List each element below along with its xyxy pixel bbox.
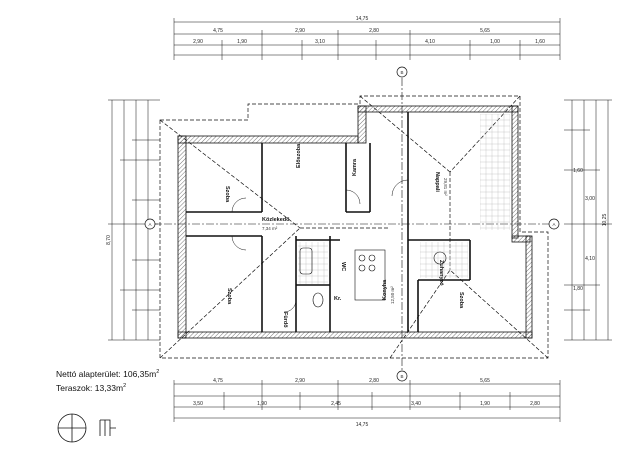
net-area-value: 106,35m <box>123 368 157 379</box>
bathtub-icon <box>299 247 313 275</box>
top-total-dim: 14,75 <box>356 16 369 22</box>
room-label-kozlekedo: Közlekedő <box>262 217 290 223</box>
axis-label-left: A <box>148 222 151 227</box>
bottom-total-dim: 14,75 <box>356 422 369 428</box>
shower-tiles <box>420 242 468 278</box>
area-summary: Nettó alapterület: 106,35m2 Teraszok: 13… <box>56 366 159 394</box>
top-dim-3: 2,80 <box>369 28 379 34</box>
right-total-dim: 10,25 <box>602 214 608 227</box>
top-sub-dim-3: 3,10 <box>315 39 325 45</box>
area-kozlekedo: 7,34 m² <box>262 226 278 231</box>
right-dim-2: 1,80 <box>573 286 583 292</box>
top-dim-2: 2,90 <box>295 28 305 34</box>
room-label-zuhanyzo: Zuhanyzó <box>438 260 444 286</box>
kitchen-table-icon <box>354 249 386 301</box>
bottom-sub-dim-5: 1,90 <box>480 401 490 407</box>
room-label-szoba-bottom-left: Szoba <box>226 288 232 305</box>
room-label-furdo: Fürdő <box>282 312 288 328</box>
terrace-line: Teraszok: 13,33m2 <box>56 380 159 394</box>
room-label-szoba-top-left: Szoba <box>224 186 230 203</box>
right-dim-4: 4,10 <box>585 256 595 262</box>
north-arrow-icon <box>57 413 116 443</box>
room-label-nappali: Nappali <box>434 172 440 192</box>
room-label-kamra: Kamra <box>352 158 358 176</box>
top-sub-dim-4: 4,10 <box>425 39 435 45</box>
door-arc-icon <box>231 197 247 213</box>
net-area-unit-sq: 2 <box>156 369 160 375</box>
bottom-dimensions <box>173 380 561 422</box>
bottom-dim-4: 5,65 <box>480 378 490 384</box>
bottom-sub-dim-2: 1,90 <box>257 401 267 407</box>
internal-walls <box>186 112 471 332</box>
axis-label-top: B <box>400 70 403 75</box>
right-dim-1: 1,60 <box>573 168 583 174</box>
shower-drain-icon <box>433 251 447 265</box>
toilet-icon <box>312 292 324 308</box>
bottom-sub-dim-3: 2,45 <box>331 401 341 407</box>
room-label-kr: Kr. <box>334 296 342 302</box>
bottom-sub-dim-4: 3,40 <box>411 401 421 407</box>
bottom-dim-1: 4,75 <box>213 378 223 384</box>
bathroom-tiles <box>298 242 328 284</box>
room-label-wc: WC <box>340 262 346 271</box>
kitchen-counter-tiles <box>480 114 510 230</box>
terrace-unit-sq: 2 <box>123 382 127 389</box>
top-sub-dim-6: 1,60 <box>535 39 545 45</box>
net-area-line: Nettó alapterület: 106,35m2 <box>56 366 159 380</box>
bottom-dim-2: 2,90 <box>295 378 305 384</box>
outer-walls <box>177 105 533 339</box>
right-dim-3: 3,00 <box>585 196 595 202</box>
top-dimensions <box>173 18 561 60</box>
bottom-dim-3: 2,80 <box>369 378 379 384</box>
top-sub-dim-1: 2,90 <box>193 39 203 45</box>
stove-burner-icon <box>358 254 366 262</box>
terrace-value: Teraszok: 13,33m <box>56 382 124 393</box>
top-sub-dim-2: 1,90 <box>237 39 247 45</box>
fixtures <box>299 247 447 308</box>
axis-label-bottom: B <box>400 374 403 379</box>
top-sub-dim-5: 1,00 <box>490 39 500 45</box>
room-label-eloszoba: Előszoba <box>296 143 302 168</box>
doors <box>231 179 409 313</box>
right-dimensions <box>564 99 612 341</box>
room-label-konyha: Konyha <box>382 279 388 300</box>
top-dim-1: 4,75 <box>213 28 223 34</box>
axis-label-right: A <box>552 222 555 227</box>
area-konyha: 12,50 m² <box>390 286 395 304</box>
room-label-szoba-right: Szoba <box>458 292 464 309</box>
left-total-dim: 8,70 <box>106 235 112 245</box>
axis-markers <box>144 66 560 382</box>
top-dim-4: 5,65 <box>480 28 490 34</box>
area-nappali: 29,81 m² <box>443 178 448 196</box>
bottom-sub-dim-6: 2,80 <box>530 401 540 407</box>
section-axes <box>150 78 552 372</box>
net-area-label: Nettó alapterület: <box>56 368 121 379</box>
bottom-sub-dim-1: 3,50 <box>193 401 203 407</box>
